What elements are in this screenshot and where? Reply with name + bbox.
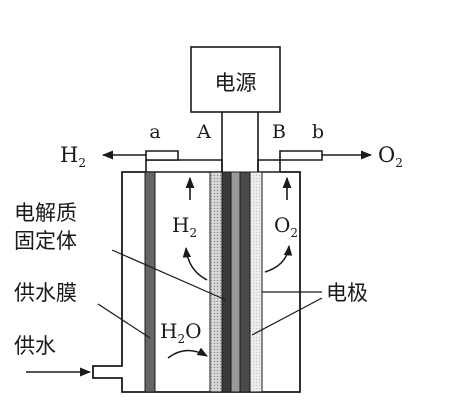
- electrode-leader-line-2: [251, 297, 323, 336]
- electrode-right-outer: [249, 171, 263, 393]
- o2-gas-label: O2: [274, 213, 298, 240]
- h2-outlet-label: H2: [60, 143, 86, 170]
- water-supply-label: 供水: [14, 334, 56, 358]
- electrode-top-left: [145, 159, 223, 172]
- membrane-label: 供水膜: [14, 281, 77, 305]
- electrode-label: 电极: [326, 281, 368, 305]
- h2-gas-label: H2: [172, 213, 197, 240]
- water-curve-arrow: [167, 347, 208, 359]
- electrolyte-label-line1: 电解质: [14, 201, 77, 225]
- terminal-a-label: a: [149, 121, 160, 143]
- water-supply-membrane: [144, 171, 156, 393]
- h2-curve-arrow: [182, 246, 208, 281]
- electrode-top-right: [257, 159, 281, 172]
- terminal-b-label: b: [312, 121, 324, 143]
- power-supply-label: 电源: [215, 71, 257, 95]
- power-supply-box: [190, 46, 281, 113]
- outlet-tube-right: [279, 150, 323, 161]
- electrolyte-label-line2: 固定体: [14, 229, 77, 253]
- electrode-left-outer: [209, 171, 223, 393]
- electrolyte-solid: [221, 171, 232, 393]
- electrolyte-core: [230, 171, 241, 393]
- electrode-right-inner: [239, 171, 251, 393]
- o2-outlet-label: O2: [378, 143, 403, 170]
- vessel-outline: [92, 171, 301, 393]
- water-label: H2O: [160, 319, 202, 346]
- membrane-leader-line: [97, 303, 151, 339]
- o2-curve-arrow: [264, 244, 293, 273]
- terminal-A-label: A: [196, 121, 211, 143]
- terminal-B-label: B: [272, 121, 286, 143]
- outlet-tube-left: [145, 150, 179, 161]
- electrolyte-leader-line: [111, 249, 227, 301]
